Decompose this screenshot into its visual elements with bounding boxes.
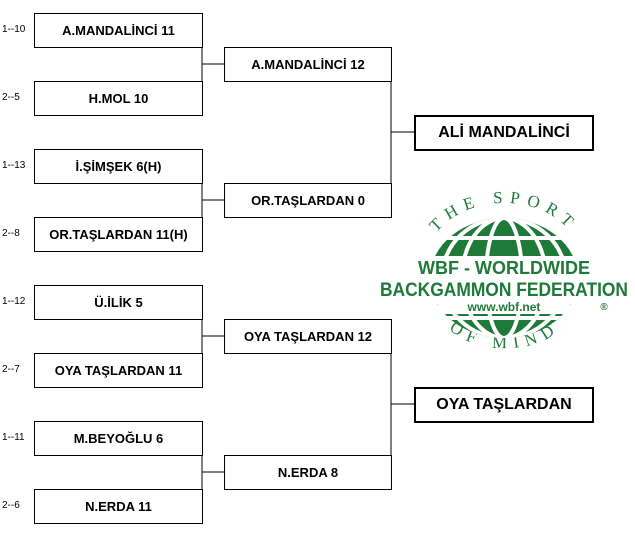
match-slot: Ü.İLİK 5	[34, 285, 203, 320]
seed-label: 2--7	[2, 364, 20, 375]
final-slot: OYA TAŞLARDAN	[414, 387, 594, 423]
match-slot: OR.TAŞLARDAN 11(H)	[34, 217, 203, 252]
semifinal-slot: OYA TAŞLARDAN 12	[224, 319, 392, 354]
seed-label: 1--13	[2, 160, 26, 171]
globe-icon	[378, 218, 630, 338]
match-slot: M.BEYOĞLU 6	[34, 421, 203, 456]
match-slot: H.MOL 10	[34, 81, 203, 116]
seed-label: 1--10	[2, 24, 26, 35]
final-slot: ALİ MANDALİNCİ	[414, 115, 594, 151]
logo-registered: ®	[600, 302, 608, 313]
semifinal-slot: OR.TAŞLARDAN 0	[224, 183, 392, 218]
logo-line2: BACKGAMMON FEDERATION	[380, 280, 628, 301]
match-slot: İ.ŞİMŞEK 6(H)	[34, 149, 203, 184]
match-slot: A.MANDALİNCİ 11	[34, 13, 203, 48]
semifinal-slot: N.ERDA 8	[224, 455, 392, 490]
seed-label: 2--5	[2, 92, 20, 103]
wbf-logo: THE SPORT OF MIND WBF - WORLDWIDE BACKGA…	[378, 188, 630, 352]
logo-url: www.wbf.net	[467, 300, 541, 314]
seed-label: 1--12	[2, 296, 26, 307]
semifinal-slot: A.MANDALİNCİ 12	[224, 47, 392, 82]
match-slot: N.ERDA 11	[34, 489, 203, 524]
seed-label: 2--6	[2, 500, 20, 511]
match-slot: OYA TAŞLARDAN 11	[34, 353, 203, 388]
logo-line1: WBF - WORLDWIDE	[418, 258, 590, 278]
seed-label: 2--8	[2, 228, 20, 239]
seed-label: 1--11	[2, 432, 25, 443]
